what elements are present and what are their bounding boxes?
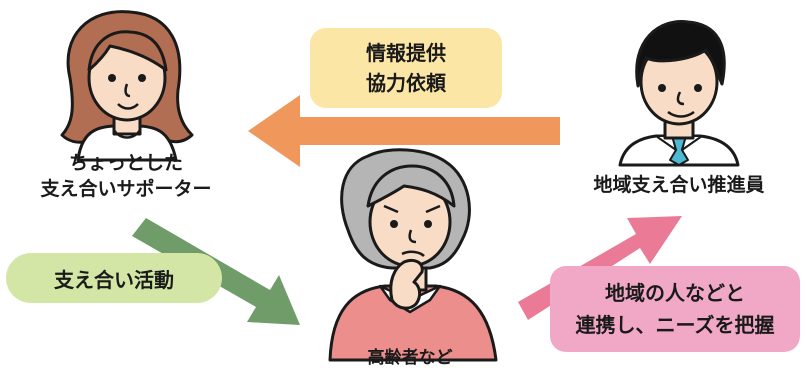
supporter-label: ちょっとした 支え合いサポーター (20, 150, 232, 202)
info-request-line1: 情報提供 (366, 41, 446, 65)
supporter-label-line2: 支え合いサポーター (40, 178, 212, 200)
needs-grasp-line2: 連携し、ニーズを把握 (575, 313, 775, 337)
orange-left-arrow (248, 95, 560, 167)
elder-label: 高齢者など (367, 348, 453, 368)
promoter-label: 地域支え合い推進員 (593, 174, 765, 196)
info-request-line2: 協力依頼 (366, 71, 446, 95)
info-request-box: 情報提供 協力依頼 (310, 28, 502, 108)
man-promoter-icon (618, 20, 740, 167)
woman-supporter-icon (60, 10, 194, 162)
supporter-label-line1: ちょっとした (68, 152, 183, 174)
elderly-woman-icon (328, 148, 498, 362)
support-activity-box: 支え合い活動 (6, 253, 222, 303)
needs-grasp-box: 地域の人などと 連携し、ニーズを把握 (550, 266, 800, 352)
needs-grasp-line1: 地域の人などと (605, 281, 745, 305)
